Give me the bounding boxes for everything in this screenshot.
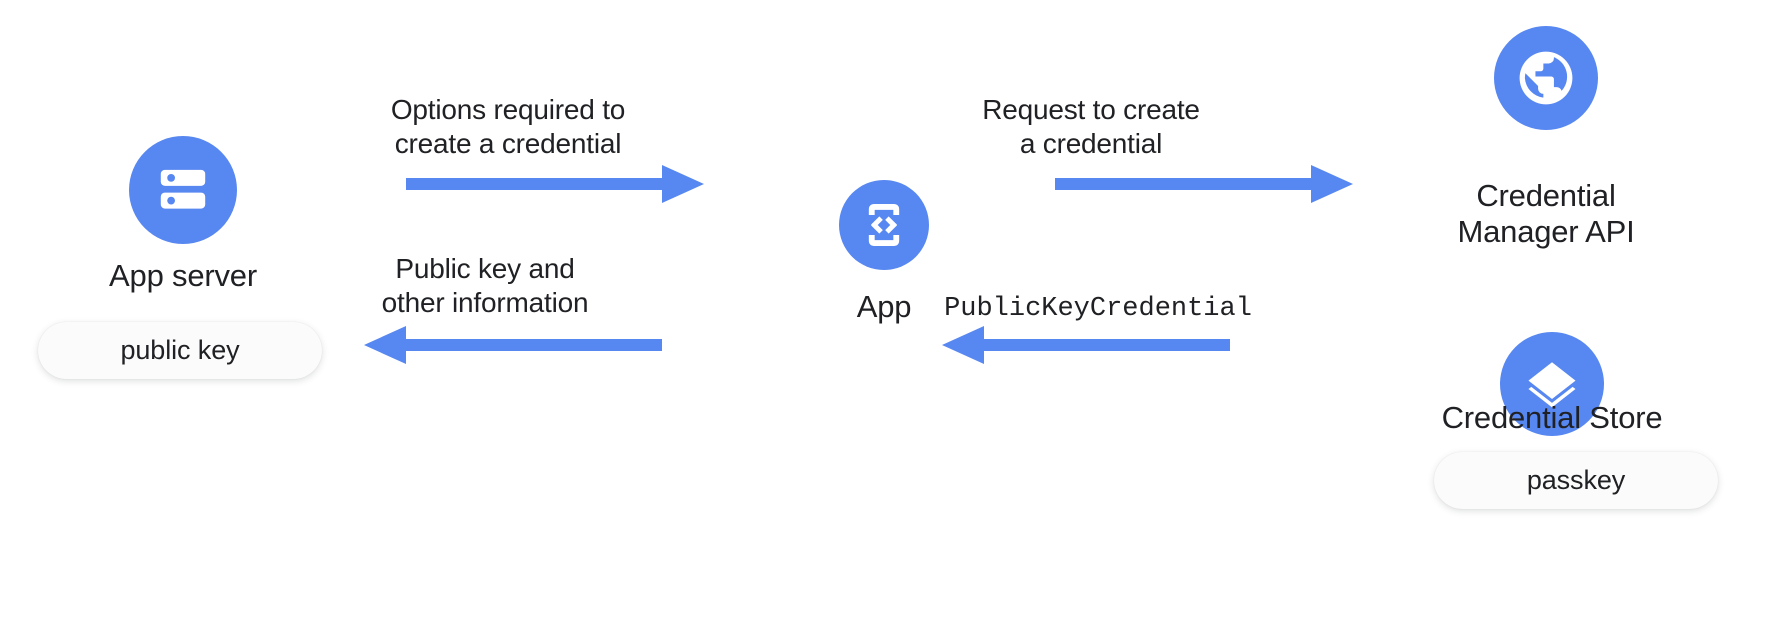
- pill-public-key-label: public key: [120, 335, 240, 365]
- arrow-right-server-to-app: [406, 159, 706, 209]
- arrow-left-credential-store-to-app: [930, 320, 1230, 370]
- arrow-left-app-to-server: [352, 320, 662, 370]
- layers-icon: [1500, 332, 1604, 436]
- pill-passkey: passkey: [1434, 452, 1718, 509]
- phone-code-icon: [839, 180, 929, 270]
- arrow-caption-app-to-server: Public key and other information: [381, 253, 589, 318]
- arrow-right-app-to-credential-manager: [1055, 159, 1355, 209]
- arrow-caption-server-to-app: Options required to create a credential: [390, 94, 626, 159]
- server-icon: [129, 136, 237, 244]
- node-label-credential-manager-api: Credential Manager API: [1457, 178, 1635, 249]
- node-label-credential-store: Credential Store: [1441, 400, 1663, 435]
- pill-public-key: public key: [38, 322, 322, 379]
- node-label-app-server: App server: [109, 258, 257, 293]
- pill-passkey-label: passkey: [1526, 465, 1626, 495]
- globe-icon: [1494, 26, 1598, 130]
- arrow-caption-app-to-credential-manager: Request to create a credential: [982, 94, 1200, 159]
- arrow-caption-credential-store-to-app: PublicKeyCredential: [944, 294, 1252, 324]
- node-label-app: App: [856, 289, 912, 324]
